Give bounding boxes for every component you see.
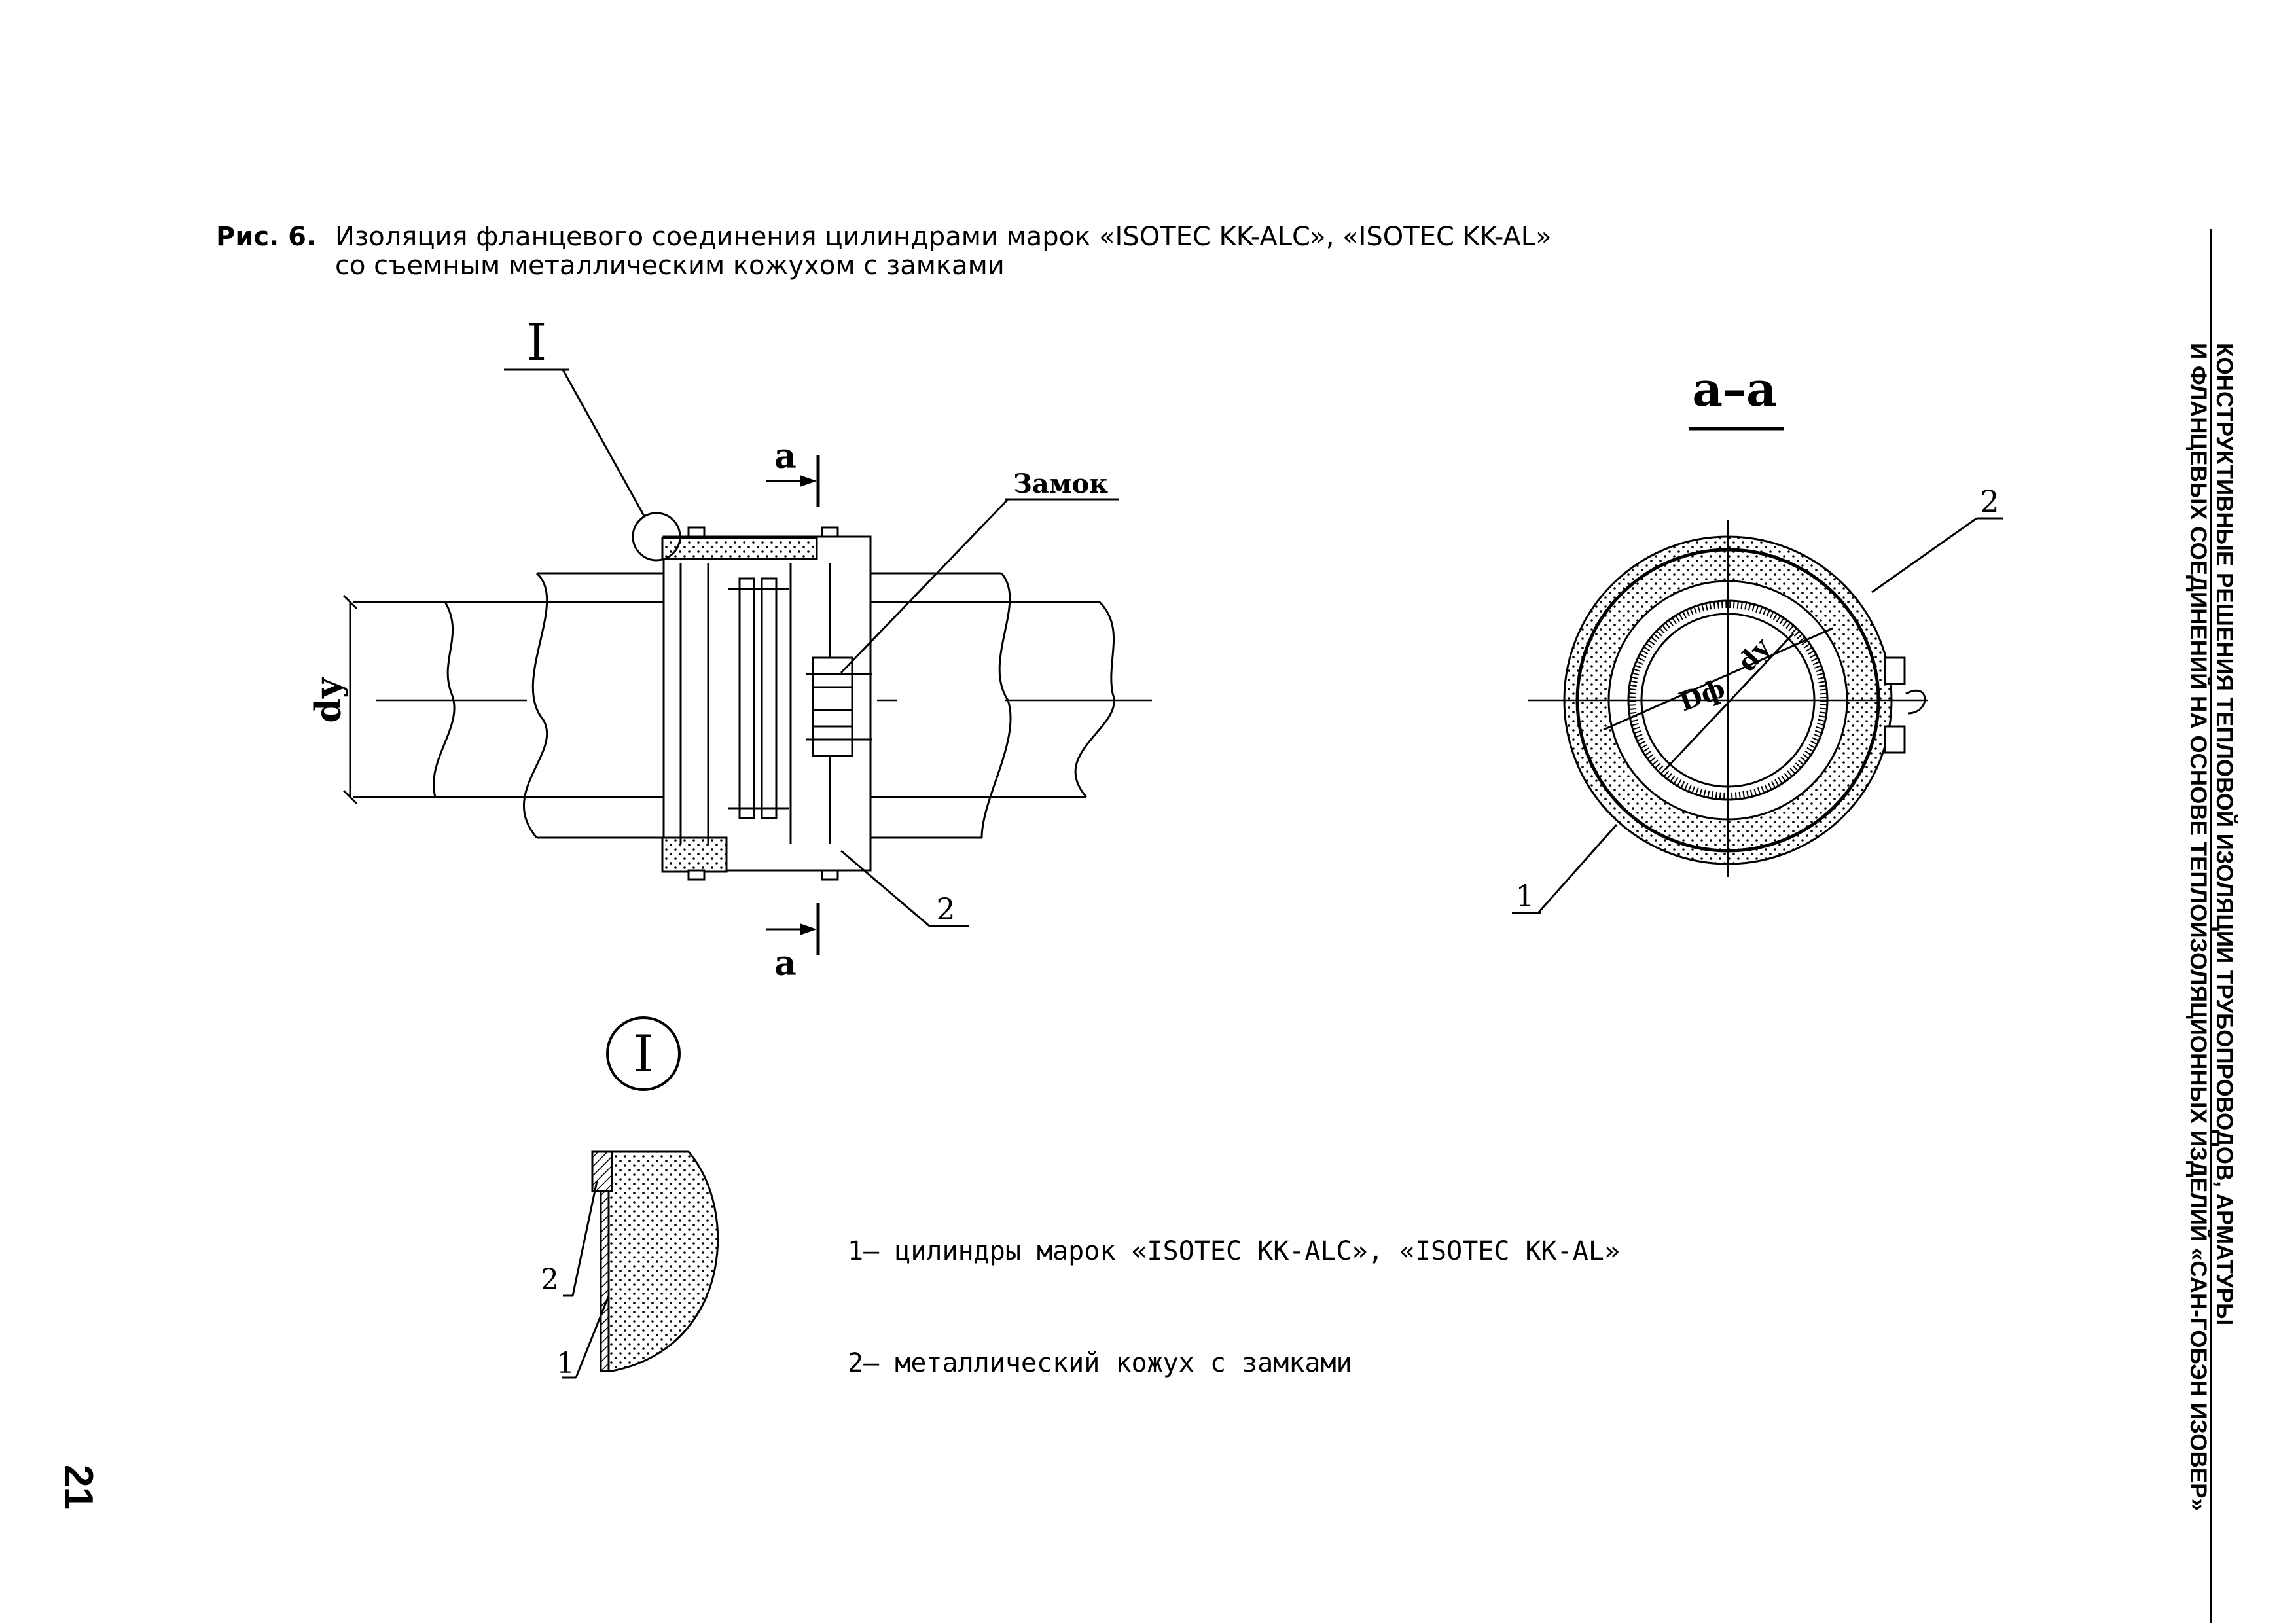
detail-title: I: [634, 1025, 654, 1084]
figure-label: Рис. 6.: [216, 222, 317, 252]
dimension-dy: [342, 594, 358, 805]
detail-callout-main: [504, 368, 681, 562]
legend-item-2: 2– металлический кожух с замками: [848, 1348, 1352, 1378]
section-callout-1: 1: [1515, 878, 1534, 914]
legend: 1– цилиндры марок «ISOTEC KK-ALC», «ISOT…: [848, 1158, 1620, 1419]
section-marker-bottom: [766, 903, 820, 955]
figure-caption: Рис. 6. Изоляция фланцевого соединения ци…: [216, 223, 1552, 280]
section-title: a–a: [1692, 361, 1776, 417]
detail-callout-1: 1: [556, 1347, 575, 1380]
callout-2-main-leader: [840, 849, 969, 927]
section-marker-top: [766, 455, 820, 507]
dimension-dy-label: dy: [307, 677, 349, 723]
detail-i: [562, 1016, 719, 1379]
callout-2-main: 2: [936, 891, 955, 927]
section-marker-bottom-label: a: [774, 944, 797, 984]
caption-line-1: Изоляция фланцевого соединения цилиндрам…: [335, 222, 1552, 252]
lock-label: Замок: [1013, 469, 1108, 499]
flange-assembly: [661, 526, 872, 881]
caption-line-2: со съемным металлическим кожухом с замка…: [335, 251, 1005, 281]
section-marker-top-label: a: [774, 437, 797, 476]
detail-callout-2: 2: [541, 1263, 559, 1296]
detail-callout-label: I: [527, 313, 547, 372]
lock-leader: [840, 498, 1119, 674]
legend-item-1: 1– цилиндры марок «ISOTEC KK-ALC», «ISOT…: [848, 1236, 1621, 1266]
section-callout-2: 2: [1980, 484, 1999, 519]
section-a-a: [1512, 517, 2003, 914]
